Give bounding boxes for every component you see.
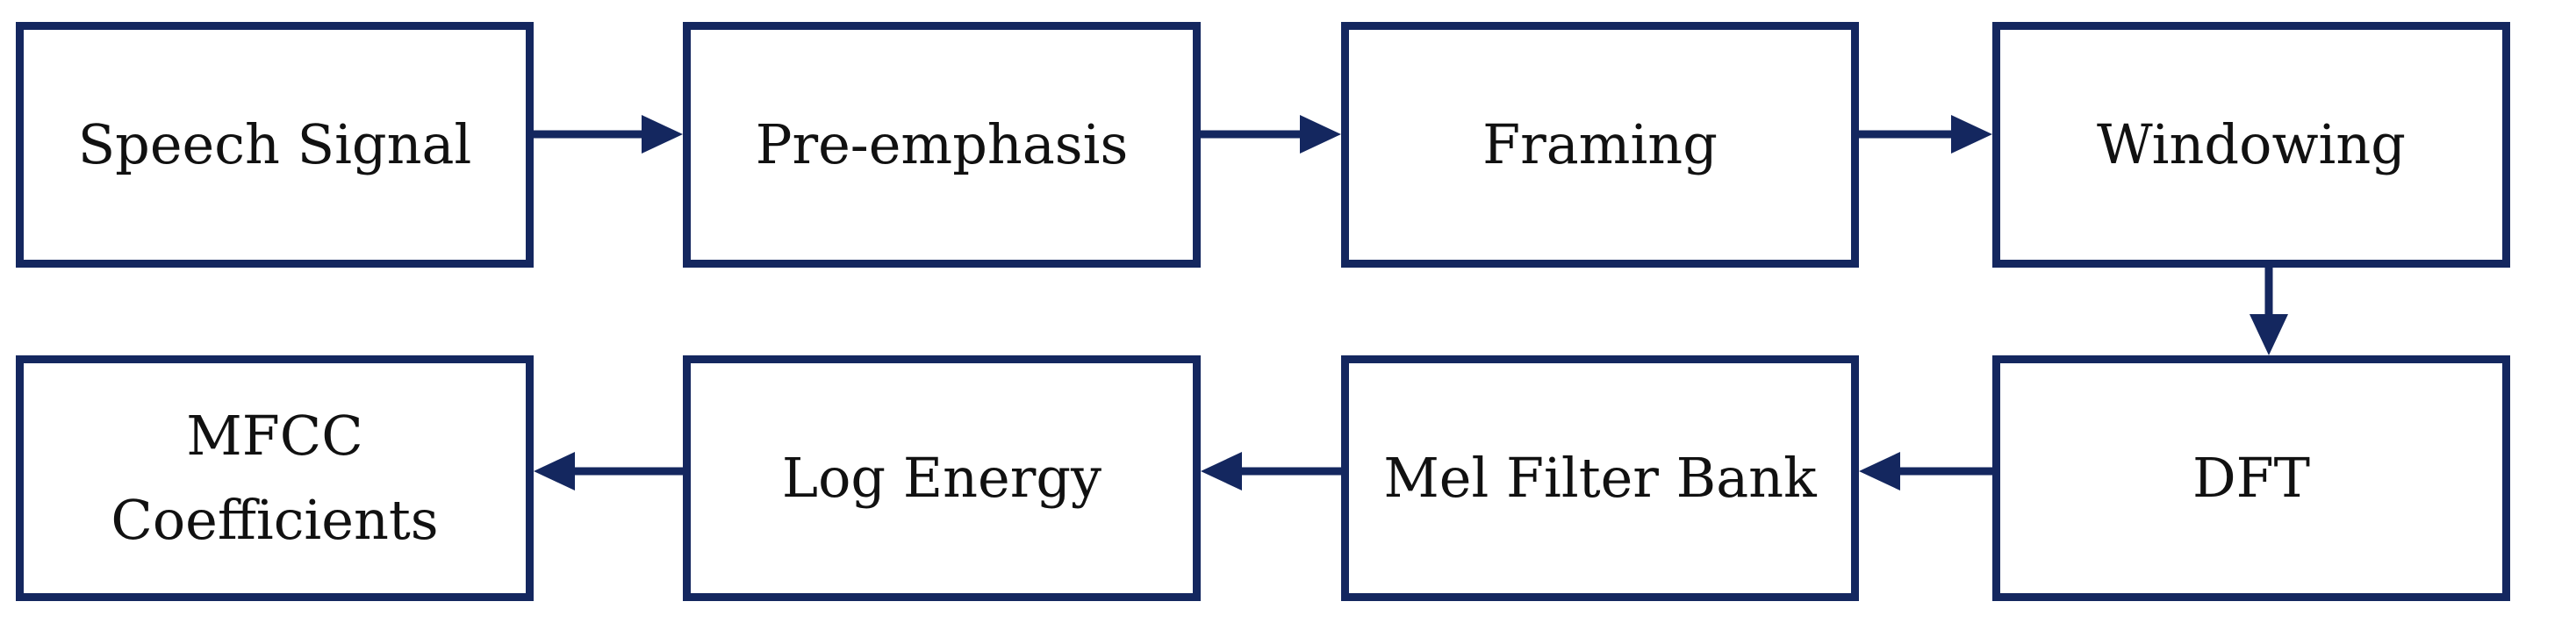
arrowhead-left [534, 452, 575, 491]
arrowhead-left [1201, 452, 1242, 491]
step-label: Speech Signal [77, 111, 472, 176]
step-pre-emphasis: Pre-emphasis [683, 22, 1201, 268]
arrowhead-right [642, 115, 683, 154]
step-label: Framing [1482, 111, 1718, 176]
arrowhead-right [1300, 115, 1341, 154]
arrowhead-left [1859, 452, 1900, 491]
step-mel-filter-bank: Mel Filter Bank [1341, 355, 1859, 601]
step-dft: DFT [1992, 355, 2510, 601]
arrowhead-down [2250, 314, 2288, 355]
step-label: Windowing [2097, 111, 2406, 176]
step-label: Log Energy [781, 445, 1102, 510]
step-framing: Framing [1341, 22, 1859, 268]
step-speech-signal: Speech Signal [16, 22, 534, 268]
step-windowing: Windowing [1992, 22, 2510, 268]
step-label: Pre-emphasis [755, 111, 1129, 176]
step-label: Mel Filter Bank [1383, 445, 1817, 510]
arrowhead-right [1951, 115, 1992, 154]
step-label: MFCC Coefficients [111, 403, 439, 552]
step-log-energy: Log Energy [683, 355, 1201, 601]
step-mfcc-coefficients: MFCC Coefficients [16, 355, 534, 601]
step-label: DFT [2192, 445, 2311, 510]
